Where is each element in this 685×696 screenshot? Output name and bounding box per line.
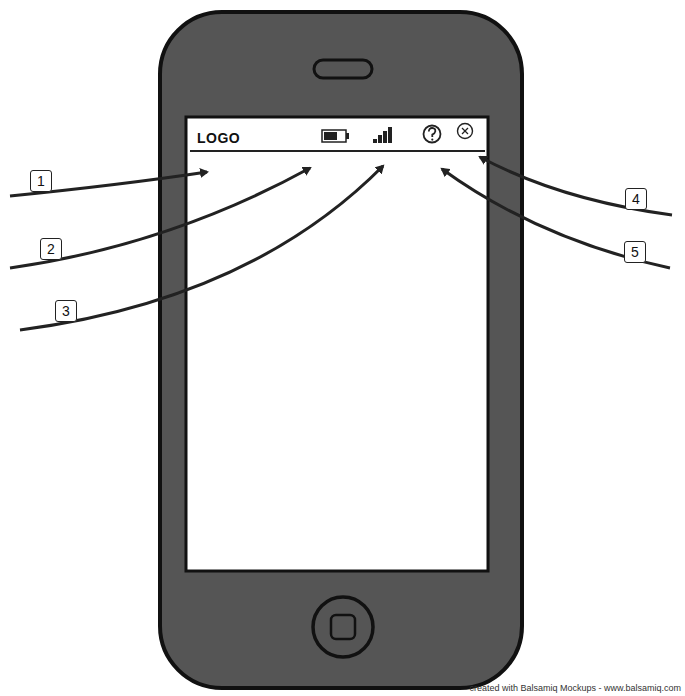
help-icon: [424, 126, 441, 143]
callout-number: 3: [55, 300, 77, 322]
callout-number: 2: [40, 238, 62, 260]
speaker-slot: [314, 60, 372, 78]
leader-line: [442, 169, 670, 268]
callout-number: 5: [624, 241, 646, 263]
logo-text: LOGO: [197, 130, 240, 146]
signal-icon: [373, 127, 392, 143]
callout-number: 1: [30, 170, 52, 192]
screen: [186, 117, 488, 571]
leader-lines: [10, 157, 672, 330]
phone-body: [160, 12, 522, 688]
battery-icon: [322, 130, 349, 142]
leader-line: [20, 166, 383, 330]
watermark: created with Balsamiq Mockups - www.bals…: [469, 683, 681, 694]
top-bar-line: [190, 150, 485, 152]
callout-number: 4: [625, 188, 647, 210]
close-icon: [458, 124, 473, 139]
leader-line: [480, 157, 672, 215]
home-button: [313, 597, 373, 657]
